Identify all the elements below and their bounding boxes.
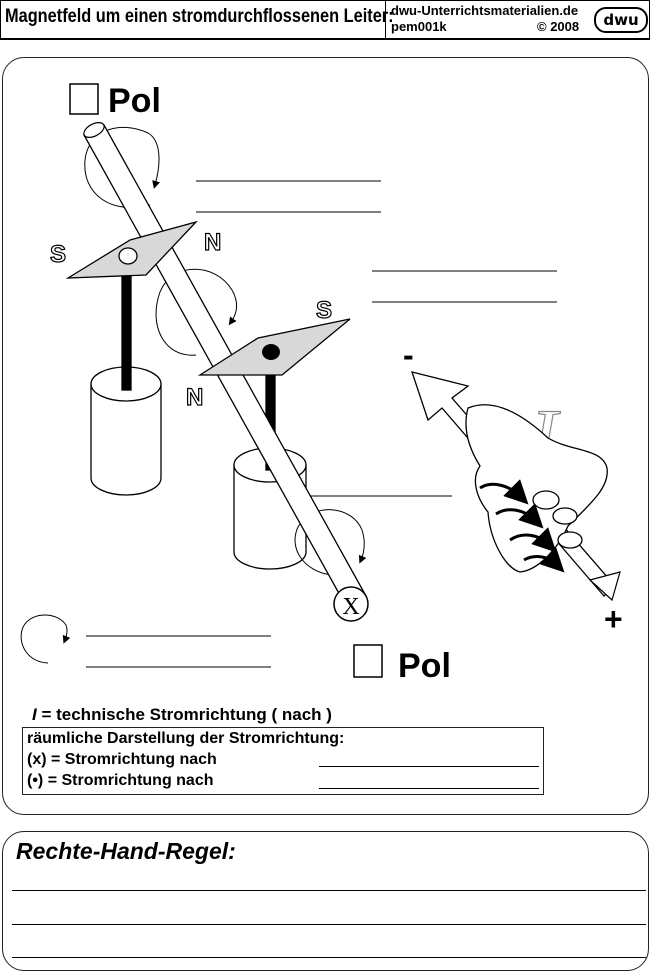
current-direction-legend: räumliche Darstellung der Stromrichtung:…	[22, 727, 544, 795]
copyright: © 2008	[537, 19, 580, 34]
magnet-stand-left	[90, 271, 162, 496]
dwu-logo: dwu	[594, 7, 648, 33]
magnet-left-n-label: N	[204, 229, 221, 256]
answer-line-2	[12, 924, 646, 925]
right-hand-rule-title: Rechte-Hand-Regel:	[16, 838, 236, 864]
minus-terminal: -	[403, 337, 414, 373]
publisher-site: dwu-Unterrichtsmaterialien.de	[391, 3, 579, 18]
magnetic-field-diagram: Pol Pol X S N	[20, 82, 623, 685]
magnet-right-s-label: S	[316, 297, 332, 324]
plus-terminal: +	[604, 601, 623, 637]
right-hand-illustration: - + I	[403, 337, 623, 637]
right-hand-rule-panel	[2, 831, 649, 971]
answer-line-3	[12, 957, 646, 958]
answer-line-dot	[319, 788, 539, 789]
current-symbol: I	[32, 705, 37, 724]
legend-row-x: (x) = Stromrichtung nach	[27, 751, 217, 768]
answer-lines	[86, 180, 557, 668]
conductor-end-circle	[333, 586, 369, 622]
hand-outline	[465, 404, 608, 573]
legend-title: räumliche Darstellung der Stromrichtung:	[27, 730, 345, 747]
answer-line-x	[319, 766, 539, 767]
answer-line-1	[12, 890, 646, 891]
page-header: Magnetfeld um einen stromdurchflossenen …	[0, 0, 650, 40]
worksheet-code: pem001k	[391, 19, 447, 34]
diagram-panel	[2, 57, 649, 815]
field-direction-loop-icon	[20, 614, 71, 664]
magnet-left-s-label: S	[50, 241, 66, 268]
worksheet-title: Magnetfeld um einen stromdurchflossenen …	[5, 6, 394, 27]
current-direction-definition: I = technische Stromrichtung ( nach )	[32, 705, 332, 724]
pole-top-label: Pol	[108, 82, 161, 120]
legend-row-dot: (•) = Stromrichtung nach	[27, 772, 214, 789]
current-into-page-marker: X	[342, 594, 359, 620]
pole-bottom-label: Pol	[398, 647, 451, 685]
compass-pivot-right	[262, 344, 280, 360]
header-divider	[385, 1, 386, 38]
compass-pivot-left	[118, 247, 138, 265]
magnet-right-n-label: N	[186, 384, 203, 411]
pole-bottom-checkbox[interactable]	[353, 644, 383, 678]
pole-top-checkbox[interactable]	[69, 83, 99, 115]
